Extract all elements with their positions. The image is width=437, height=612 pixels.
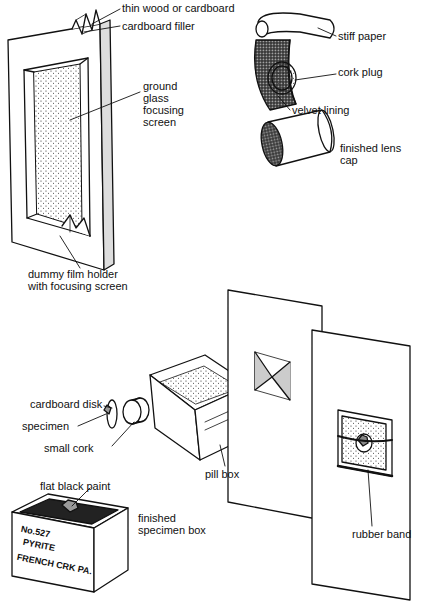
film-holder-drawing (8, 10, 114, 270)
specimen-box-drawing (12, 494, 128, 592)
part-label: ground glass focusing screen (143, 80, 203, 128)
part-label: thin wood or cardboard (122, 2, 272, 14)
mount-cards-drawing (228, 290, 410, 600)
leader-lines (60, 9, 372, 526)
part-label: specimen (22, 420, 82, 432)
part-label: cork plug (338, 66, 408, 78)
part-label: small cork (44, 442, 114, 454)
part-label: rubber band (352, 528, 412, 540)
part-label: velvet lining (292, 104, 372, 116)
part-label: dummy film holder with focusing screen (28, 268, 138, 292)
lens-cap-drawing (255, 13, 338, 168)
part-label: finished specimen box (138, 512, 223, 536)
part-label: finished lens cap (340, 142, 415, 166)
part-label: cardboard filler (122, 20, 242, 32)
part-label: pill box (205, 468, 250, 480)
part-label: stiff paper (338, 30, 418, 42)
part-label: flat black paint (40, 480, 140, 492)
part-label: cardboard disk (30, 398, 110, 410)
